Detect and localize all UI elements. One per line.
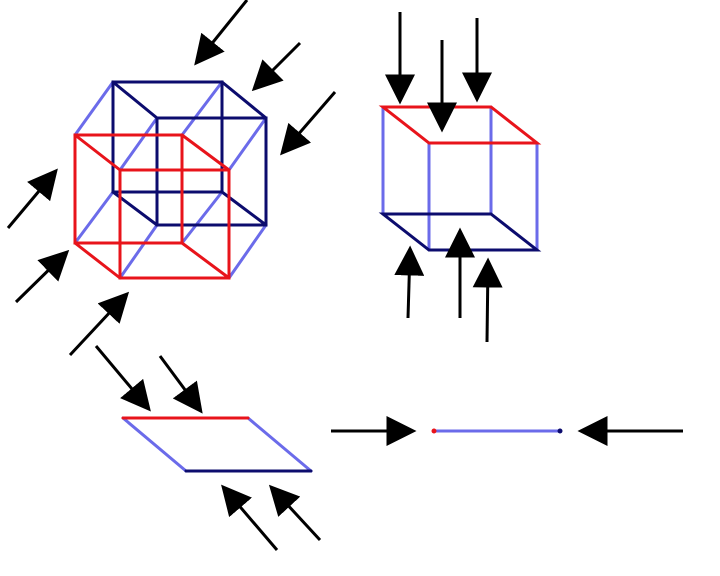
- tesseract-navy-cube: [111, 80, 268, 227]
- arrow-icon: [221, 484, 279, 551]
- tesseract-edge: [180, 80, 224, 137]
- cube-top-face: [378, 105, 542, 145]
- cube-arrows-bottom: [394, 227, 503, 343]
- cube-bottom-face: [378, 212, 542, 252]
- arrow-icon: [158, 355, 203, 414]
- segment-figure: [431, 428, 563, 434]
- tesseract-red-back-face: [73, 133, 184, 245]
- tesseract-edge: [180, 133, 231, 172]
- tesseract-arrows-top: [194, 0, 337, 156]
- cube-arrows-top: [385, 12, 492, 133]
- arrow-icon: [68, 291, 130, 357]
- tesseract-red-cube: [73, 133, 231, 280]
- square-arrows: [94, 345, 322, 551]
- square-figure: [121, 416, 313, 473]
- tesseract-edge: [227, 116, 268, 172]
- segment-navy-endpoint: [557, 428, 563, 434]
- arrow-icon: [280, 91, 337, 156]
- tesseract-edge: [180, 190, 224, 245]
- arrow-icon: [251, 41, 302, 92]
- tesseract-edge: [73, 190, 115, 245]
- tesseract-arrows-bottom: [6, 168, 130, 357]
- tesseract-edge: [220, 80, 268, 120]
- arrow-icon: [94, 345, 151, 412]
- arrow-icon: [394, 245, 425, 319]
- arrow-icon: [14, 249, 70, 304]
- square-edge: [121, 416, 188, 473]
- tesseract-edge: [118, 223, 159, 280]
- square-edge: [246, 416, 313, 473]
- tesseract-navy-back-face: [111, 80, 224, 194]
- tesseract-edge: [180, 241, 231, 280]
- arrow-icon: [268, 484, 322, 542]
- tesseract-edge: [111, 80, 159, 120]
- tesseract-edge: [73, 80, 115, 137]
- arrow-icon: [194, 0, 249, 66]
- cube-light-edges: [381, 105, 539, 252]
- arrow-icon: [6, 168, 58, 229]
- tesseract-light-edges: [73, 80, 268, 280]
- tesseract-edge: [73, 133, 122, 172]
- tesseract-edge: [73, 241, 122, 280]
- arrow-icon: [472, 257, 503, 343]
- tesseract-edge: [118, 116, 159, 172]
- tesseract-figure: [73, 80, 268, 280]
- tesseract-edge: [227, 223, 268, 280]
- cube-figure: [378, 105, 542, 252]
- segment-red-endpoint: [431, 428, 437, 434]
